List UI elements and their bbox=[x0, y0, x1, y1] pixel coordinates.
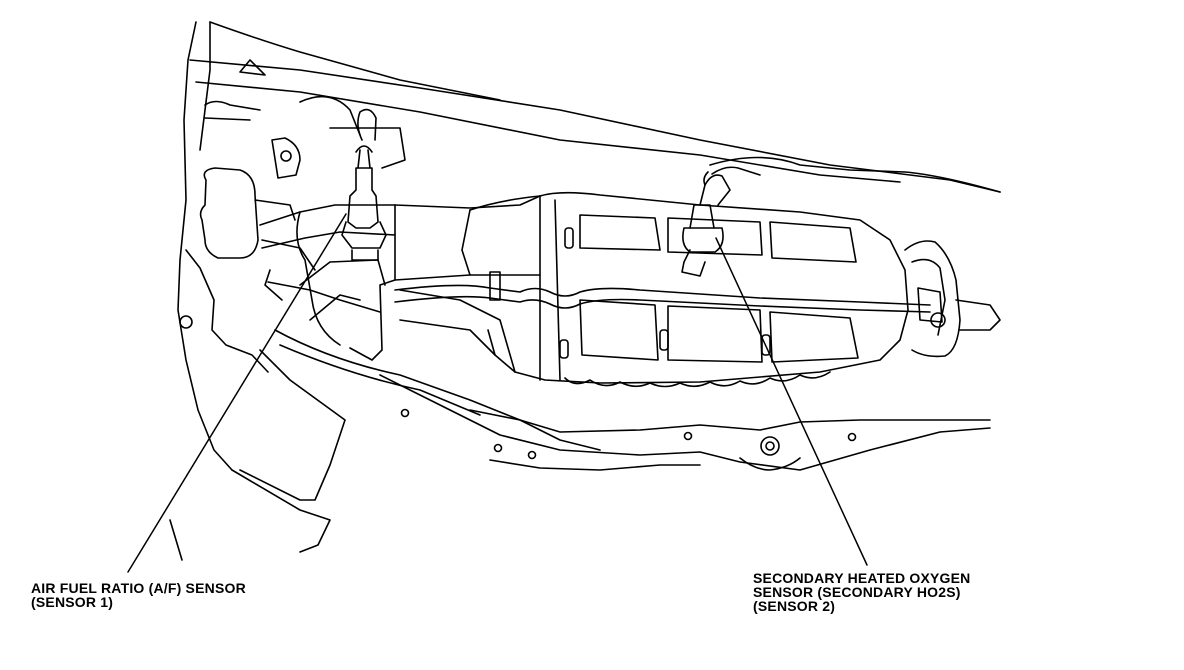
outlet-flange bbox=[904, 240, 1001, 358]
secondary-ho2s-sensor-2 bbox=[681, 166, 761, 277]
floor-tunnel bbox=[189, 21, 1001, 193]
bolt bbox=[280, 150, 292, 162]
leader-ho2s bbox=[715, 237, 868, 566]
ho2s-callout: SECONDARY HEATED OXYGEN SENSOR (SECONDAR… bbox=[753, 571, 971, 613]
af-sensor-label-line2: (SENSOR 1) bbox=[31, 594, 114, 610]
leader-af-sensor bbox=[127, 213, 347, 573]
ho2s-label-line3: (SENSOR 2) bbox=[753, 598, 836, 614]
heat-shield bbox=[264, 195, 601, 451]
af-sensor-label-line1: AIR FUEL RATIO (A/F) SENSOR bbox=[31, 580, 246, 596]
ho2s-label-line1: SECONDARY HEATED OXYGEN bbox=[753, 570, 971, 586]
frame-hole bbox=[527, 450, 537, 460]
af-sensor-callout: AIR FUEL RATIO (A/F) SENSOR (SENSOR 1) bbox=[31, 581, 246, 609]
subframe bbox=[379, 374, 991, 471]
slot bbox=[761, 334, 771, 356]
hanger-strap bbox=[394, 271, 943, 323]
leader-lines bbox=[127, 213, 868, 573]
frame-bolt bbox=[760, 436, 780, 456]
af-sensor-1 bbox=[341, 108, 387, 261]
frame-hole bbox=[493, 443, 503, 453]
catalytic-converter bbox=[399, 191, 909, 388]
frame-hole bbox=[683, 431, 693, 441]
slot bbox=[564, 227, 574, 249]
slot bbox=[559, 339, 569, 359]
front-pipe bbox=[259, 204, 396, 346]
slot bbox=[659, 329, 669, 351]
frame-hole bbox=[847, 432, 857, 442]
body-panel bbox=[169, 21, 346, 561]
ho2s-label-line2: SENSOR (SECONDARY HO2S) bbox=[753, 584, 961, 600]
flange-bolt bbox=[930, 312, 946, 328]
frame-bolt-center bbox=[765, 441, 775, 451]
body-hole bbox=[179, 315, 193, 329]
frame-hole bbox=[400, 408, 410, 418]
